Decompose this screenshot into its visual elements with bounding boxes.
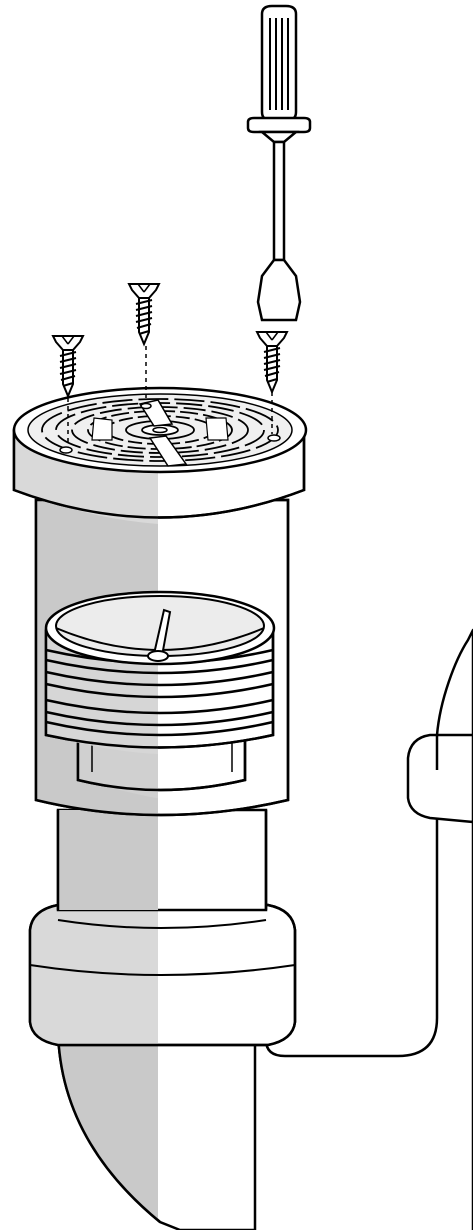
drain-grate	[14, 388, 306, 524]
backwater-valve-insert	[46, 592, 274, 798]
screw-icon	[53, 336, 83, 396]
screwdriver-icon	[248, 6, 310, 320]
screw-icon	[257, 332, 287, 392]
screw-icon	[129, 284, 159, 344]
p-trap-pipe	[266, 630, 473, 1230]
